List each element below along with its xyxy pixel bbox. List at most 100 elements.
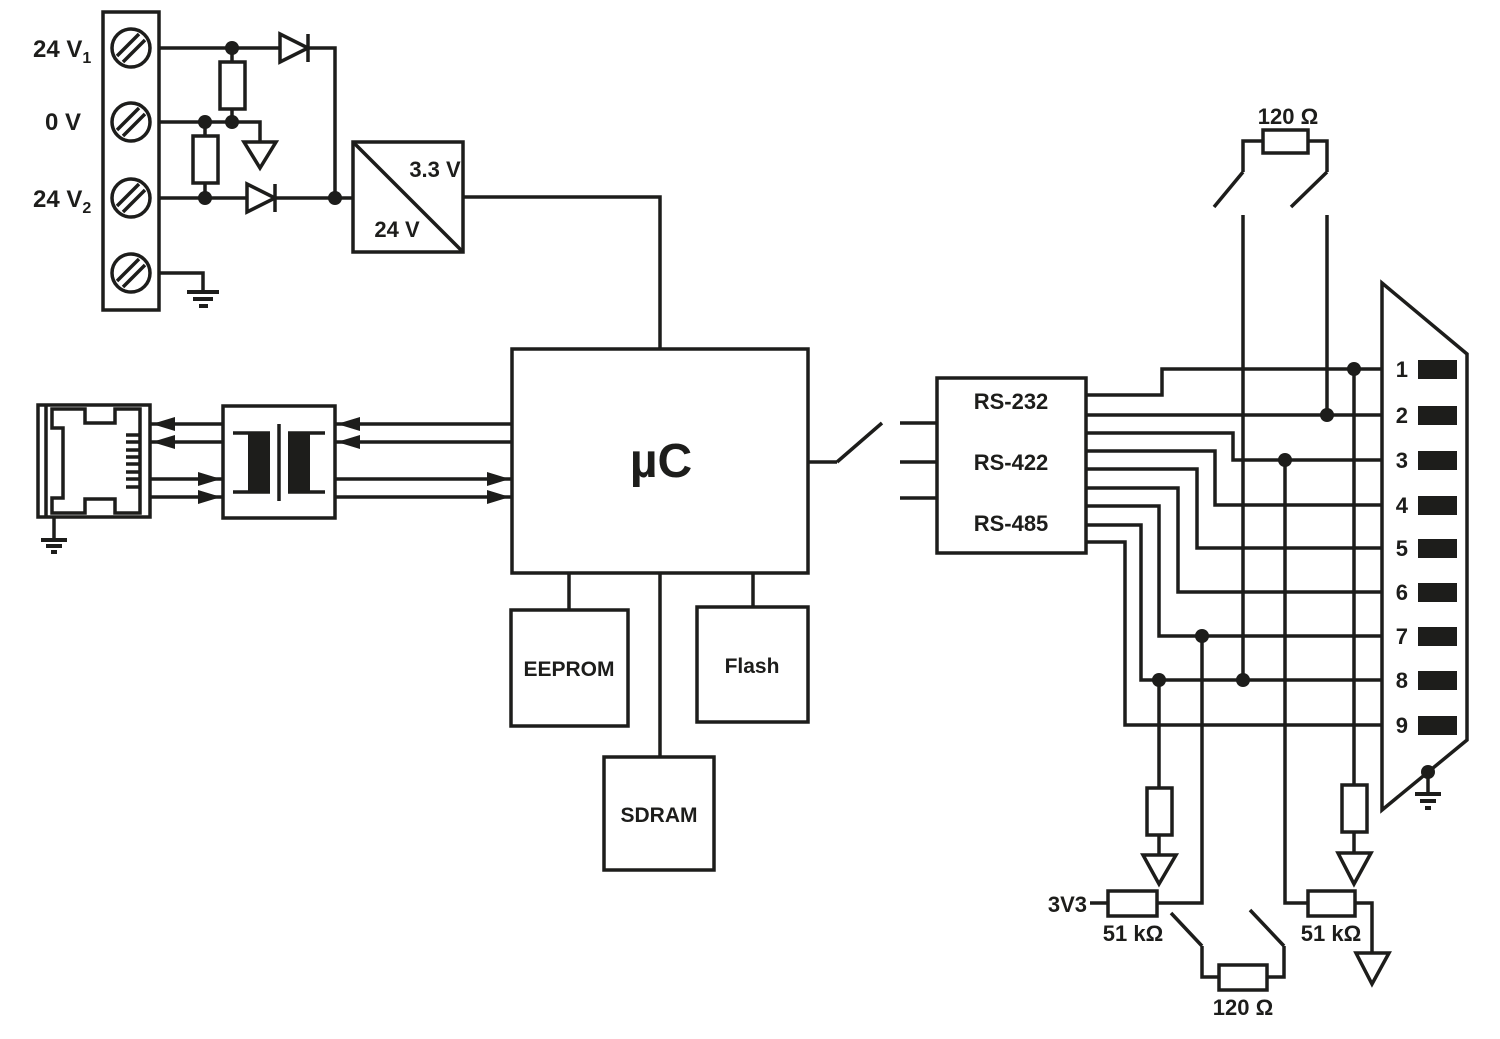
diode-24v2-icon [245, 181, 279, 215]
label-51k-right: 51 kΩ [1301, 921, 1361, 946]
arrow-left-icon [337, 417, 360, 431]
dsub-pin-contact [1418, 496, 1457, 515]
label-3v3: 3V3 [1048, 892, 1087, 917]
label-termination-top: 120 Ω [1258, 104, 1318, 129]
signal-ground-icon [1140, 853, 1180, 888]
serial-section: RS-232 RS-422 RS-485 [808, 367, 1382, 727]
resistor-pin1-branch [1340, 783, 1369, 834]
arrow-left-icon [337, 435, 360, 449]
termination-bottom-switch-left [1169, 911, 1219, 979]
junction-dot [1152, 673, 1166, 687]
core-section: µC EEPROM Flash SDRAM [509, 347, 810, 872]
junction-dot [328, 191, 342, 205]
power-section: 24 V1 0 V 24 V2 3.3 V [33, 10, 662, 349]
label-sdram: SDRAM [621, 804, 698, 827]
mode-switch-icon [808, 421, 884, 464]
label-mcu: µC [630, 435, 692, 488]
arrow-right-icon [198, 490, 221, 504]
label-converter-24v: 24 V [374, 217, 420, 242]
screw-terminal-0v-icon [110, 101, 152, 143]
screw-terminal-24v2-icon [110, 177, 152, 219]
arrow-right-icon [487, 490, 510, 504]
arrow-left-icon [152, 417, 175, 431]
earth-ground-icon-rj45 [41, 538, 67, 554]
dsub-pin-contact [1418, 360, 1457, 379]
label-flash: Flash [725, 655, 780, 678]
transformer-mcu-wires [335, 422, 512, 499]
dsub-pin-row: 8 [1396, 668, 1457, 693]
power-wires [159, 46, 353, 292]
label-terminal-24v1: 24 V1 [33, 36, 91, 67]
power-to-mcu-wire [463, 195, 662, 349]
resistor-input-2 [191, 134, 220, 185]
dsub-pin-number: 7 [1396, 624, 1408, 649]
rs-block-input-stubs [900, 421, 937, 500]
dsub-pin-row: 2 [1396, 403, 1457, 428]
dsub-pin-number: 6 [1396, 580, 1408, 605]
label-terminal-24v2: 24 V2 [33, 186, 91, 217]
dsub-pin-row: 1 [1396, 357, 1457, 382]
sdram-block: SDRAM [602, 755, 716, 872]
resistor-bias-left [1106, 889, 1159, 918]
dsub-pin-row: 6 [1396, 580, 1457, 605]
signal-ground-icon [1353, 951, 1392, 988]
dsub-pin-contact [1418, 451, 1457, 470]
flash-block: Flash [695, 605, 810, 724]
label-terminal-0v: 0 V [45, 109, 81, 136]
dsub-pin-number: 9 [1396, 713, 1408, 738]
signal-ground-icon [1335, 851, 1374, 888]
dsub-pin-number: 5 [1396, 536, 1408, 561]
junction-dot [225, 41, 239, 55]
dsub-pin-contact [1418, 671, 1457, 690]
termination-top-wiring [1212, 139, 1329, 680]
label-eeprom: EEPROM [523, 658, 614, 681]
label-converter-33v: 3.3 V [409, 157, 461, 182]
junction-dot [1236, 673, 1250, 687]
label-51k-left: 51 kΩ [1103, 921, 1163, 946]
signal-ground-icon-0v [240, 140, 280, 172]
junction-dot [1278, 453, 1292, 467]
eeprom-block: EEPROM [509, 608, 630, 728]
earth-ground-icon-terminal [187, 290, 219, 308]
dsub-pin-number: 4 [1396, 493, 1409, 518]
transformer-icon [221, 404, 337, 520]
dsub-pin-number: 8 [1396, 668, 1408, 693]
termination-network: 120 Ω 3V3 51 kΩ 120 Ω 51 kΩ [1048, 104, 1392, 1020]
dsub-pin-row: 5 [1396, 536, 1457, 561]
resistor-bias-right [1306, 889, 1357, 918]
earth-ground-icon-dsub [1415, 792, 1441, 810]
termination-bottom-switch-right [1248, 908, 1286, 979]
junction-dot [1347, 362, 1361, 376]
rj45-pin-comb [126, 433, 141, 489]
label-rs232: RS-232 [974, 389, 1049, 414]
dsub-pin-row: 4 [1396, 493, 1457, 518]
label-rs485: RS-485 [974, 511, 1049, 536]
dsub-pin-number: 3 [1396, 448, 1408, 473]
rs-to-dsub-wires [1086, 367, 1382, 727]
dsub-pin-number: 1 [1396, 357, 1408, 382]
junction-dot [1195, 629, 1209, 643]
dsub-pin-number: 2 [1396, 403, 1408, 428]
label-termination-bottom: 120 Ω [1213, 995, 1273, 1020]
resistor-pin8-branch [1145, 786, 1174, 837]
dsub-connector: 1 2 3 4 5 6 7 8 [1380, 279, 1469, 814]
screw-terminal-24v1-icon [110, 27, 152, 69]
dsub-pin-row: 9 [1396, 713, 1457, 738]
memory-bus-wires [567, 573, 755, 757]
label-rs422: RS-422 [974, 450, 1049, 475]
arrow-right-icon [487, 472, 510, 486]
resistor-input-1 [218, 60, 247, 111]
dsub-pin-contact [1418, 627, 1457, 646]
diode-24v1-icon [278, 31, 312, 65]
ethernet-section [36, 403, 512, 554]
rj45-transformer-wires [150, 422, 223, 499]
dsub-pin-contact [1418, 406, 1457, 425]
rj45-jack-icon [36, 403, 152, 554]
dsub-pin-contact [1418, 583, 1457, 602]
dsub-pin-contact [1418, 539, 1457, 558]
screw-terminal-ground-icon [110, 252, 152, 294]
arrow-right-icon [198, 472, 221, 486]
dcdc-converter: 3.3 V 24 V [351, 140, 465, 254]
dsub-pin-row: 7 [1396, 624, 1457, 649]
